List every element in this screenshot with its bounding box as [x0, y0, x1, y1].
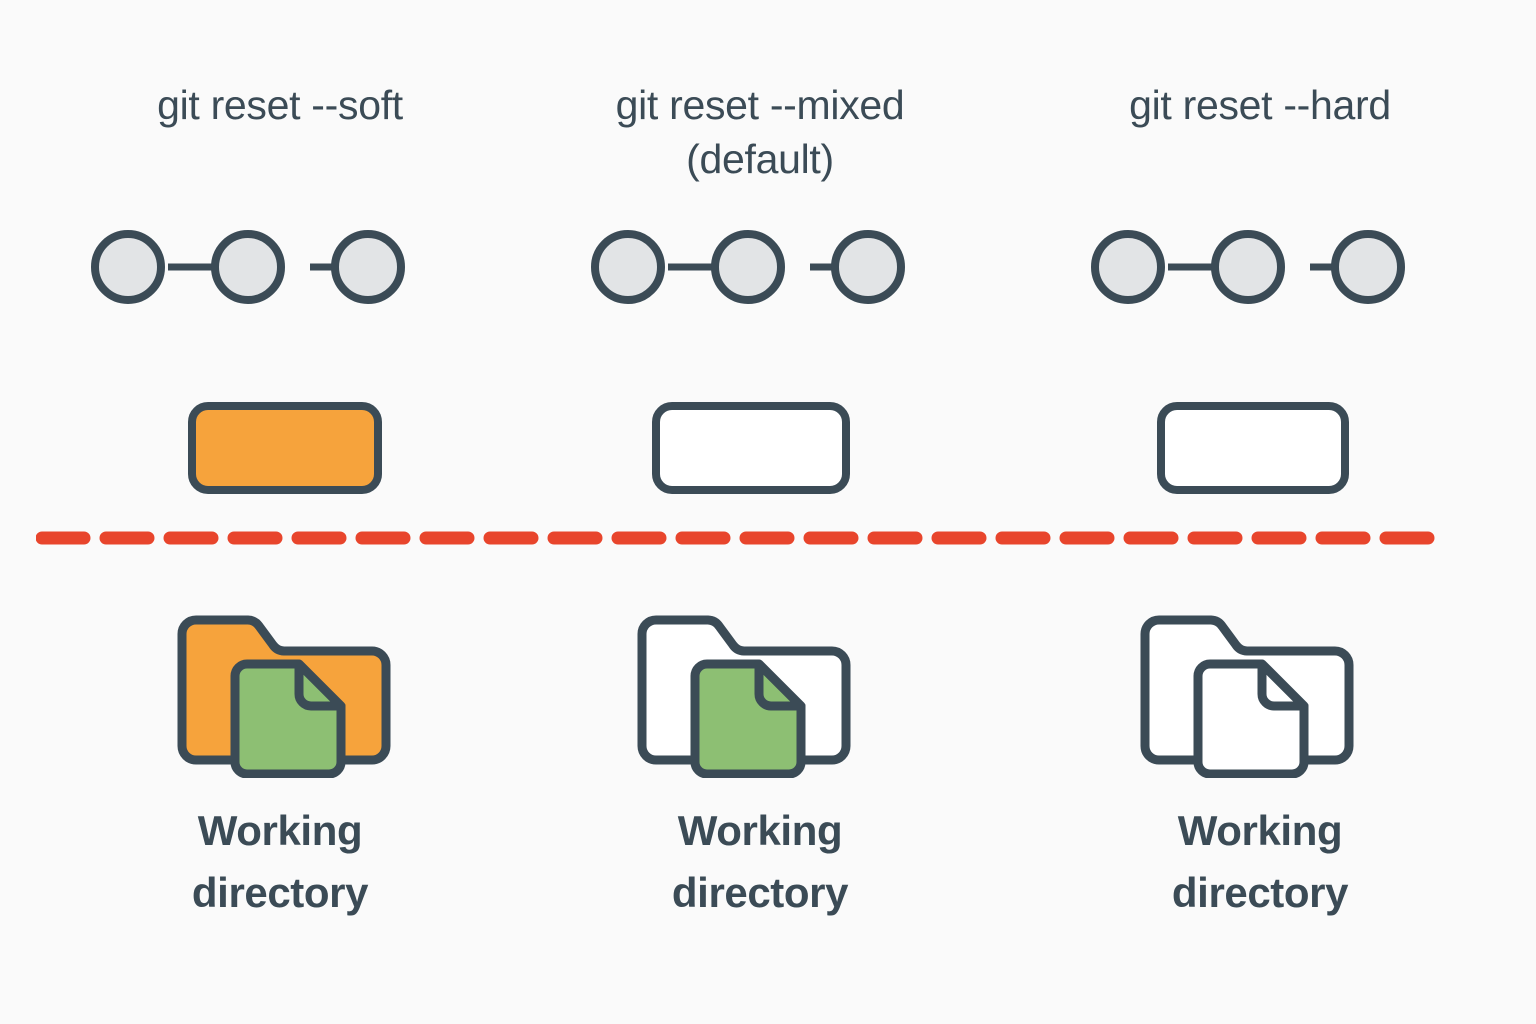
working-directory-label-hard: Working directory [1171, 807, 1349, 917]
working-directory-icon-hard [1020, 598, 1500, 779]
commit-graph-mixed [520, 222, 1000, 312]
dashed-divider [35, 530, 1445, 546]
working-directory-label-mixed: Working directory [671, 807, 849, 917]
staging-area-soft [40, 400, 520, 496]
commit-node [1211, 230, 1285, 304]
commit-node [331, 230, 405, 304]
staging-area-hard [1020, 400, 1500, 496]
file-fold-icon [294, 659, 346, 711]
commit-graph-hard [1020, 222, 1500, 312]
column-git-reset-mixed: git reset --mixed (default) [520, 0, 1000, 1024]
column-git-reset-soft: git reset --soft [40, 0, 520, 1024]
column-git-reset-hard: git reset --hard [1020, 0, 1500, 1024]
working-directory-label-soft: Working directory [191, 807, 369, 917]
staging-rect [1157, 402, 1349, 494]
commit-node [591, 230, 665, 304]
commit-node [1091, 230, 1165, 304]
working-directory-icon-mixed [520, 598, 1000, 779]
column-title-hard: git reset --hard [1129, 82, 1391, 128]
file-fold-icon [1257, 659, 1309, 711]
staging-rect [652, 402, 850, 494]
commit-node [91, 230, 165, 304]
commit-graph-soft [40, 222, 520, 312]
commit-node [1331, 230, 1405, 304]
column-title-soft: git reset --soft [157, 82, 403, 128]
column-title-mixed: git reset --mixed (default) [615, 82, 905, 183]
working-directory-icon-soft [40, 598, 520, 779]
staging-rect [188, 402, 382, 494]
commit-node [211, 230, 285, 304]
staging-area-mixed [520, 400, 1000, 496]
commit-node [711, 230, 785, 304]
commit-node [831, 230, 905, 304]
file-fold-icon [754, 659, 806, 711]
